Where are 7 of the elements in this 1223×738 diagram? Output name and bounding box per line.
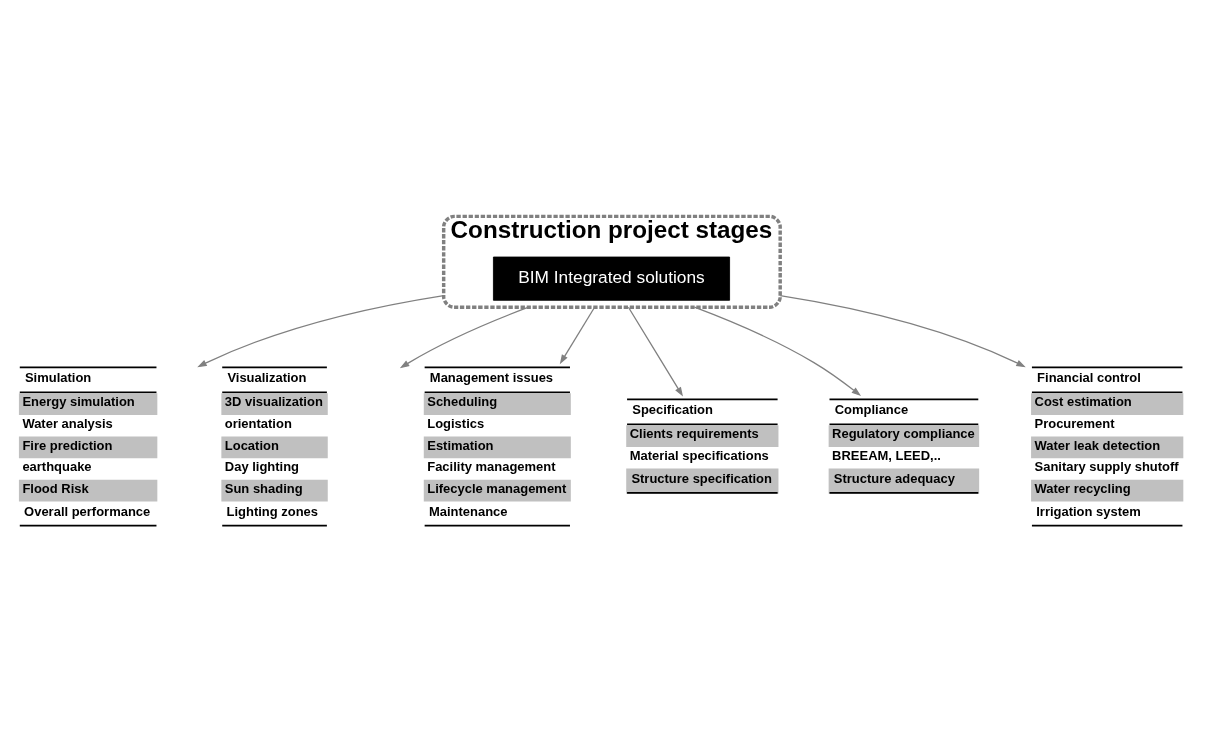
arrow (559, 306, 596, 364)
arrow (627, 306, 683, 397)
arrow (779, 294, 1026, 367)
arrow (693, 306, 862, 396)
arrow (399, 306, 530, 368)
node-box: BIM Integrated solutions (493, 256, 730, 301)
arrow (197, 294, 445, 367)
